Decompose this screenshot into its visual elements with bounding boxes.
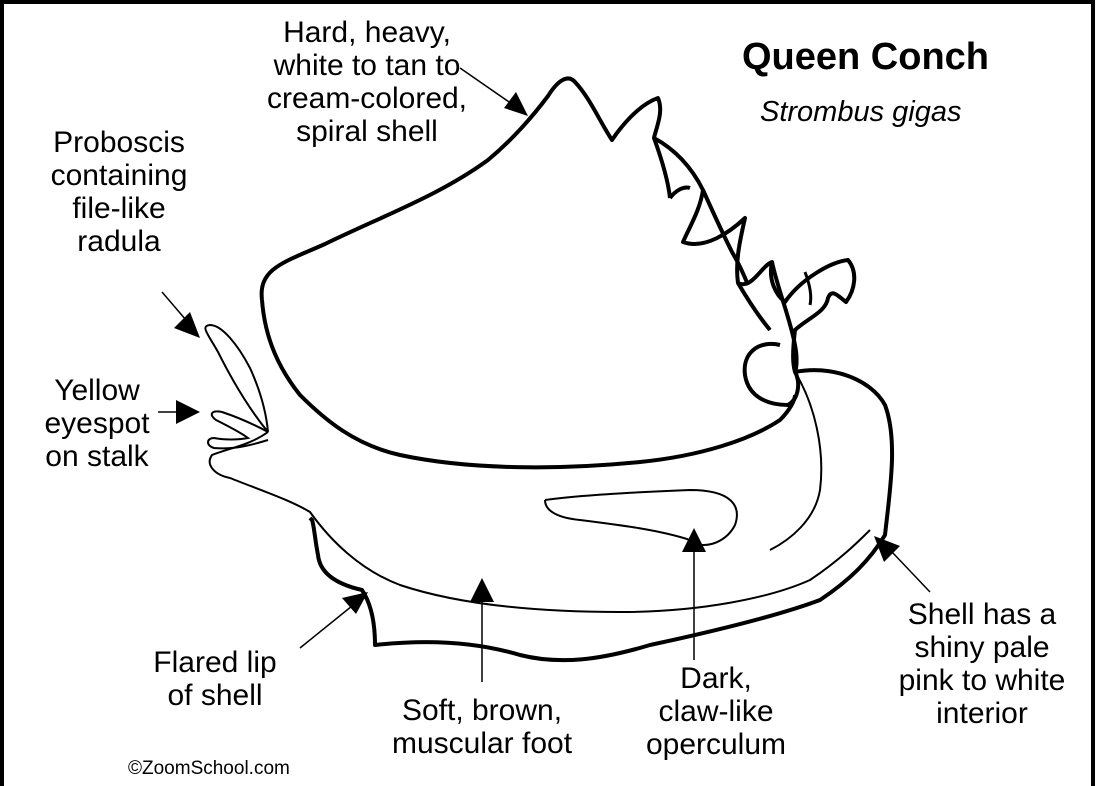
arrow-operculum xyxy=(682,528,706,660)
shell-knob xyxy=(745,344,798,405)
diagram-subtitle: Strombus gigas xyxy=(760,96,962,129)
arrow-lip xyxy=(300,592,368,648)
label-shell: Hard, heavy, white to tan to cream-color… xyxy=(244,16,490,148)
arrow-interior xyxy=(874,536,930,592)
label-interior: Shell has a shiny pale pink to white int… xyxy=(876,598,1088,730)
operculum-outline xyxy=(545,490,737,545)
label-lip: Flared lip of shell xyxy=(130,646,300,712)
arrow-foot xyxy=(470,578,494,682)
spire-ridge-1 xyxy=(654,138,690,198)
foot-outline xyxy=(210,432,870,612)
label-operculum: Dark, claw-like operculum xyxy=(618,662,814,761)
label-eyespot: Yellow eyespot on stalk xyxy=(22,374,172,473)
label-proboscis: Proboscis containing file-like radula xyxy=(24,126,214,258)
shell-body-lower-edge xyxy=(262,300,795,467)
spire-ridge-3 xyxy=(738,283,770,330)
eyestalk-outline xyxy=(208,411,268,448)
arrow-proboscis xyxy=(162,292,200,338)
proboscis-outline xyxy=(205,325,268,432)
diagram-title: Queen Conch xyxy=(742,36,989,79)
copyright-notice: ©ZoomSchool.com xyxy=(128,758,290,780)
label-foot: Soft, brown, muscular foot xyxy=(362,694,602,760)
